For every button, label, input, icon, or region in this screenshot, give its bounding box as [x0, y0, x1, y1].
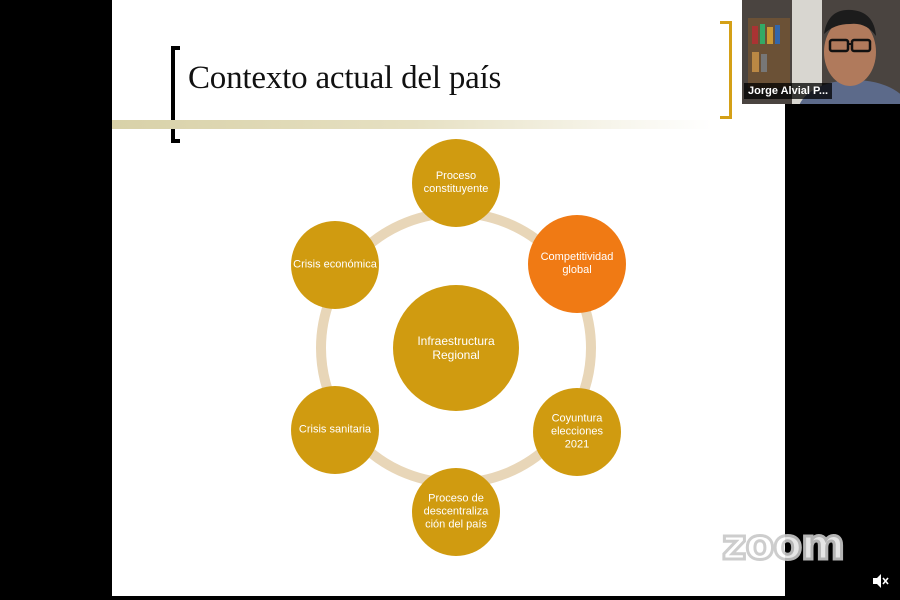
node-proceso-descentralizacion	[412, 468, 500, 556]
title-bracket-left	[171, 46, 180, 143]
title-divider	[112, 120, 712, 129]
node-crisis-sanitaria	[291, 386, 379, 474]
node-crisis-economica	[291, 221, 379, 309]
center-node-label: Infraestructura Regional	[417, 334, 495, 362]
participant-name: Jorge Alvial P...	[744, 83, 833, 99]
participant-video[interactable]: Jorge Alvial P...	[742, 0, 900, 104]
node-label: Proceso constituyente	[423, 170, 489, 195]
node-coyuntura-elecciones	[533, 388, 621, 476]
node-competitividad-global	[528, 215, 626, 313]
node-label: Proceso de descentraliza ción del país	[423, 492, 489, 531]
slide-title: Contexto actual del país	[188, 60, 502, 96]
title-bracket-right	[720, 21, 732, 119]
speaker-muted-icon[interactable]	[872, 573, 890, 589]
zoom-logo: zoom	[721, 519, 847, 571]
node-label: Crisis económica	[293, 258, 377, 271]
node-label: Competitividad global	[540, 251, 614, 276]
cycle-diagram	[291, 139, 626, 556]
node-label: Crisis sanitaria	[298, 423, 372, 436]
node-proceso-constituyente	[412, 139, 500, 227]
presentation-slide: Contexto actual del país Infraestructura…	[112, 0, 785, 596]
node-label: Coyuntura elecciones 2021	[551, 412, 603, 451]
center-node	[393, 285, 519, 411]
